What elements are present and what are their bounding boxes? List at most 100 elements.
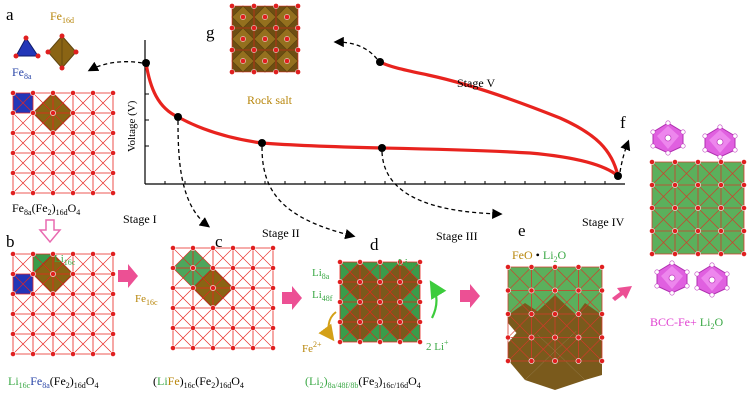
formula-part: 3 bbox=[374, 381, 378, 390]
panel-g: Rock salt bbox=[229, 3, 301, 107]
voltage-plot: Voltage (V) Stage I Stage II Stage III S… bbox=[87, 36, 631, 243]
formula-part: 8a/48f/8b bbox=[328, 381, 359, 390]
formula-d: (Li2)8a/48f/8b(Fe3)16c/16dO4 bbox=[305, 374, 421, 390]
lattice-b bbox=[10, 251, 116, 357]
formula-part: ) bbox=[52, 201, 56, 215]
formula-part: 16d bbox=[219, 381, 231, 390]
formula-part: 4 bbox=[240, 381, 244, 390]
curve-point-charge bbox=[376, 58, 384, 66]
panel-c: Fe16c (LiFe)16c(Fe2)16dO4 bbox=[135, 245, 276, 390]
curve-point-3 bbox=[378, 144, 386, 152]
panel-letter-e: e bbox=[518, 221, 526, 240]
formula-part: 2 bbox=[320, 381, 324, 390]
arrow-to-f bbox=[619, 139, 631, 173]
formula-part: (Li bbox=[305, 374, 320, 388]
formula-part: ) bbox=[180, 374, 184, 388]
formula-part: 16c/16d bbox=[382, 381, 408, 390]
fe16c-site-label: Fe16c bbox=[135, 293, 158, 307]
fe8a-site-label: Fe8a bbox=[12, 65, 32, 81]
panel-e: FeO•Li2O bbox=[505, 248, 605, 390]
formula-part: (Fe bbox=[358, 374, 374, 388]
discharge-curve bbox=[144, 62, 620, 178]
formula-part: 4 bbox=[76, 208, 80, 217]
curve-point-2 bbox=[258, 139, 266, 147]
formula-part: O bbox=[86, 374, 95, 388]
formula-part: 8a bbox=[24, 208, 32, 217]
formula-a: Fe8a(Fe2)16dO4 bbox=[12, 201, 80, 217]
formula-part: Fe bbox=[168, 374, 180, 388]
arrow-b-to-c bbox=[118, 264, 138, 288]
panel-b: Li16c Li16cFe8a(Fe2)16dO4 bbox=[8, 251, 116, 390]
curve-point-1 bbox=[174, 113, 182, 121]
stage-5-label: Stage V bbox=[457, 76, 495, 90]
hollow-arrow-down bbox=[38, 219, 62, 244]
lattice-a bbox=[10, 90, 116, 196]
formula-part: ) bbox=[378, 374, 382, 388]
panel-letter-f: f bbox=[620, 113, 626, 132]
formula-part: Li bbox=[8, 374, 19, 388]
curve-point-start bbox=[142, 59, 150, 67]
formula-part: 2 bbox=[66, 381, 70, 390]
panel-letter-b: b bbox=[6, 232, 15, 251]
formula-part: ) bbox=[324, 374, 328, 388]
fe8a-tetrahedron-icon bbox=[13, 35, 41, 59]
formula-part: 2 bbox=[211, 381, 215, 390]
panel-letter-c: c bbox=[215, 232, 223, 251]
rock-salt-label: Rock salt bbox=[247, 93, 293, 107]
panel-d: Li8b Li8a Li48f Fe2+ 2 Li+ (Li2)8a/48f/8… bbox=[302, 257, 449, 390]
formula-c: (LiFe)16c(Fe2)16dO4 bbox=[153, 374, 244, 390]
arrow-to-c bbox=[177, 120, 211, 228]
x-ticks bbox=[164, 181, 606, 184]
formula-part: O bbox=[231, 374, 240, 388]
arrow-to-e bbox=[381, 151, 503, 219]
stage-1-label: Stage I bbox=[123, 212, 157, 226]
charge-curve bbox=[379, 60, 620, 177]
formula-part: ) bbox=[70, 374, 74, 388]
arrow-c-to-d bbox=[282, 286, 302, 310]
li-plus-arrow bbox=[429, 280, 447, 319]
formula-part: O bbox=[408, 374, 417, 388]
arrow-d-to-e bbox=[460, 284, 480, 308]
li8b-label: Li8b bbox=[398, 257, 416, 271]
formula-part: 4 bbox=[417, 381, 421, 390]
y-axis-label: Voltage (V) bbox=[126, 100, 138, 152]
li-plus-label: 2 Li+ bbox=[426, 338, 449, 353]
formula-part: Fe bbox=[30, 374, 42, 388]
li8a-label: Li8a bbox=[312, 267, 330, 281]
panel-a: Fe16d Fe8a Fe8a(Fe2)16dO4 bbox=[10, 9, 116, 217]
formula-part: (Fe bbox=[195, 374, 211, 388]
formula-part: (Fe bbox=[32, 201, 48, 215]
fe2plus-arrow bbox=[318, 311, 337, 342]
formula-part: Fe bbox=[12, 201, 24, 215]
formula-part: 16c bbox=[19, 381, 31, 390]
formula-part: Li bbox=[157, 374, 168, 388]
li16c-site-label: Li16c bbox=[54, 253, 76, 267]
formula-part: ( bbox=[153, 374, 157, 388]
lattice-f bbox=[649, 159, 747, 257]
fe16d-site-label: Fe16d bbox=[50, 9, 74, 25]
fe16d-octahedron-icon bbox=[45, 33, 79, 71]
formula-part: 8a bbox=[42, 381, 50, 390]
li48f-label: Li48f bbox=[312, 289, 333, 303]
lattice-g bbox=[229, 3, 301, 75]
formula-part: O bbox=[68, 201, 77, 215]
formula-part: 16d bbox=[74, 381, 86, 390]
panel-f: BCC-Fe+ Li2O bbox=[649, 120, 747, 331]
arrow-to-g bbox=[333, 36, 378, 60]
panel-letter-d: d bbox=[370, 235, 379, 254]
arrow-to-d bbox=[261, 146, 356, 240]
stage-4-label: Stage IV bbox=[582, 215, 625, 229]
lattice-c bbox=[170, 245, 276, 351]
panel-letter-a: a bbox=[6, 5, 14, 24]
arrow-e-to-f bbox=[612, 286, 632, 301]
arrow-to-a bbox=[87, 61, 143, 72]
formula-part: ) bbox=[215, 374, 219, 388]
curve-point-end bbox=[614, 172, 622, 180]
formula-part: 16d bbox=[56, 208, 68, 217]
formula-b: Li16cFe8a(Fe2)16dO4 bbox=[8, 374, 98, 390]
bcc-fe-clusters bbox=[650, 120, 738, 298]
lattice-e bbox=[505, 264, 605, 390]
stage-2-label: Stage II bbox=[262, 226, 300, 240]
formula-part: 16c bbox=[184, 381, 196, 390]
